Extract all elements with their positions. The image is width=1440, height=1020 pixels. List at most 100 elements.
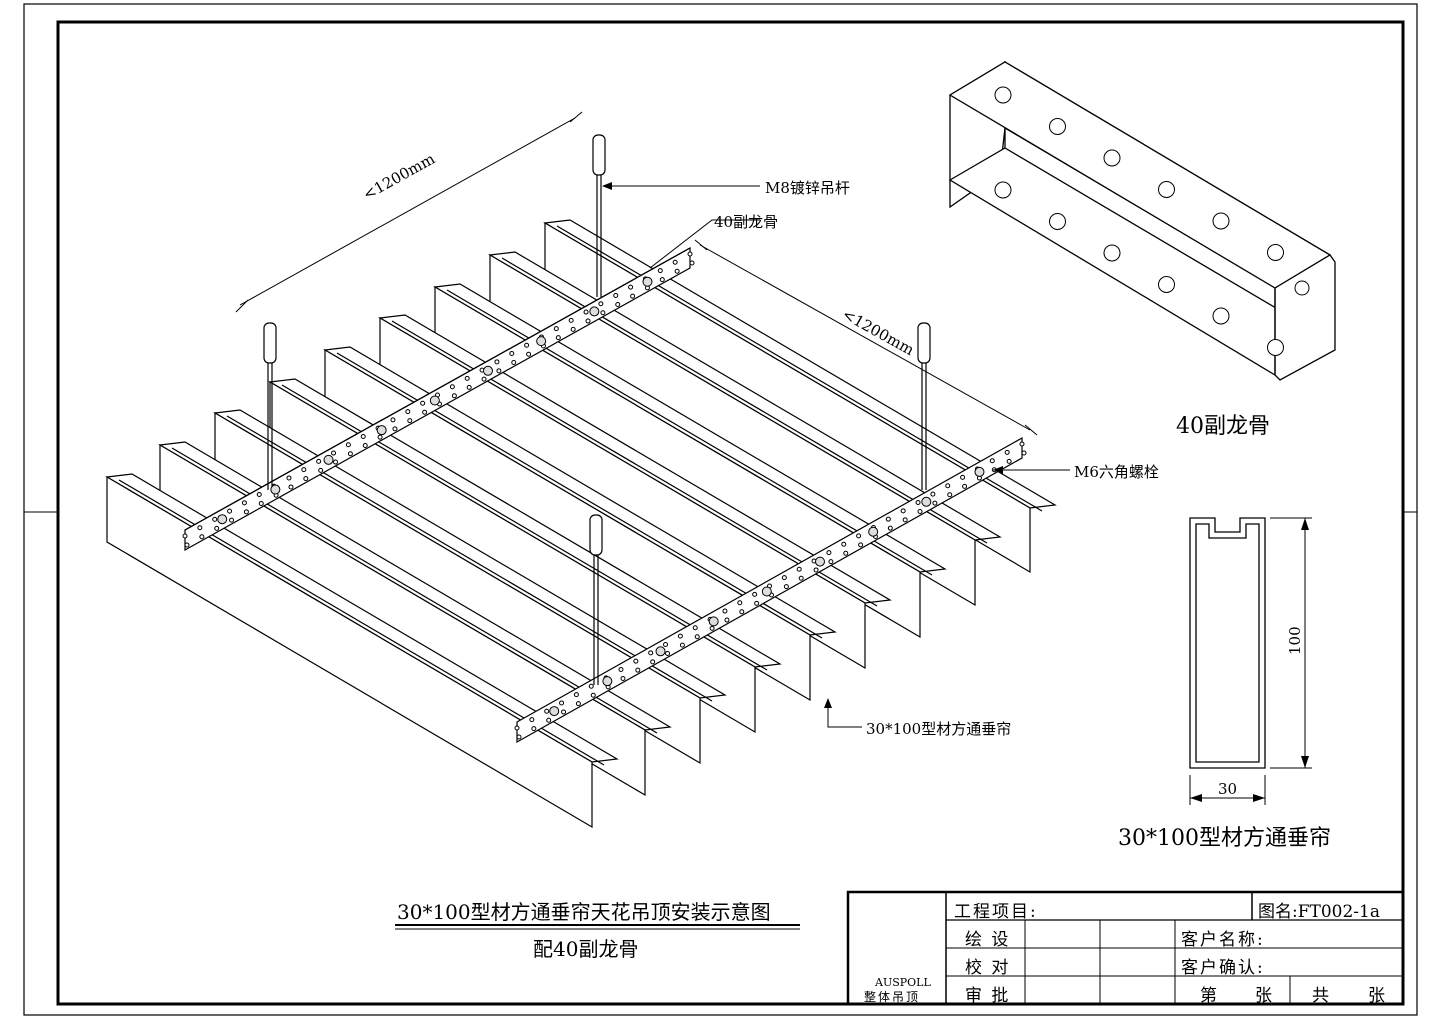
- keel-hole: [496, 368, 502, 374]
- keel-hole: [347, 451, 353, 457]
- keel-hole: [1021, 450, 1027, 456]
- hex-bolt: [483, 365, 493, 376]
- keel-detail-hole: [1049, 118, 1066, 135]
- keel-hole: [615, 301, 621, 307]
- keel-hole: [258, 501, 264, 507]
- keel-hole: [663, 641, 669, 647]
- keel-hole: [620, 676, 626, 682]
- hex-bolt: [815, 556, 825, 567]
- keel-hole: [555, 335, 561, 341]
- hex-bolt: [974, 466, 985, 477]
- keel-hole: [575, 701, 581, 707]
- hex-bolt: [536, 336, 547, 347]
- keel-hole: [1006, 458, 1012, 464]
- keel-hole: [722, 608, 728, 614]
- title-block-grid: [846, 890, 1405, 1006]
- keel-detail-hole: [1267, 339, 1284, 356]
- hex-bolt: [549, 706, 560, 717]
- keel-hole: [989, 458, 995, 464]
- outer-border: [23, 3, 1418, 1016]
- keel-hole: [199, 534, 205, 540]
- keel-detail-hole: [1103, 244, 1121, 262]
- keel-hole: [333, 459, 339, 465]
- keel-hole: [511, 360, 517, 366]
- keel-detail-side-hole: [1294, 280, 1310, 296]
- keel-hole: [945, 483, 951, 489]
- hex-bolt: [217, 514, 228, 525]
- sheet-label-4: 张: [1368, 986, 1387, 1006]
- keel-hole: [390, 417, 396, 423]
- keel-hole: [917, 508, 923, 514]
- keel-hole: [694, 634, 700, 640]
- keel-hole: [737, 600, 743, 606]
- section-dimensions: [1189, 517, 1312, 805]
- keel-hole: [600, 310, 606, 316]
- hex-bolt: [921, 496, 932, 507]
- keel-hole: [422, 409, 428, 415]
- keel-hole: [679, 642, 685, 648]
- profile-strip: [105, 473, 619, 829]
- keel-hole: [960, 474, 966, 480]
- keel-detail-drawing: [948, 60, 1336, 381]
- keel-hole: [613, 292, 619, 298]
- sheet-label-2: 张: [1255, 986, 1274, 1006]
- keel-hole: [657, 268, 663, 274]
- keel-detail-holes: [994, 86, 1310, 356]
- callout-bolt: M6六角螺栓: [1074, 463, 1159, 481]
- keel-hole: [724, 617, 730, 623]
- keel-hole: [316, 458, 322, 464]
- keel-hole: [256, 492, 262, 498]
- client-confirm-label: 客户确认:: [1181, 958, 1265, 978]
- project-label: 工程项目:: [954, 902, 1038, 922]
- keel-hole: [887, 525, 893, 531]
- keel-hole: [509, 351, 515, 357]
- keel-hole: [392, 426, 398, 432]
- inner-border: [56, 20, 1405, 1006]
- keel-detail-hole: [1267, 244, 1284, 261]
- keel-hole: [420, 400, 426, 406]
- hex-bolt: [429, 395, 440, 406]
- hex-bolt: [708, 616, 719, 627]
- keel-hole: [947, 492, 953, 498]
- keel-hole: [516, 734, 522, 740]
- hanger-rod: [592, 134, 606, 297]
- keel-hole: [303, 476, 309, 482]
- keel-hole: [1019, 441, 1025, 447]
- keel-hole: [466, 384, 472, 390]
- keel-hole: [902, 517, 908, 523]
- keel-hole: [672, 259, 678, 265]
- hex-bolt: [589, 306, 600, 317]
- keel-detail-hole: [1158, 276, 1175, 293]
- keel-hole: [301, 467, 307, 473]
- dimension-lines: [235, 111, 1038, 436]
- keel-hole: [184, 542, 190, 548]
- keel-hole: [885, 516, 891, 522]
- keel-hole: [826, 550, 832, 556]
- dim-width-label: 30: [1218, 780, 1238, 798]
- approve-label: 审 批: [965, 986, 1011, 1006]
- keel-hole: [531, 726, 537, 732]
- keel-hole: [561, 709, 567, 715]
- keel-hole: [286, 475, 292, 481]
- keel-hole: [828, 559, 834, 565]
- hex-bolt: [761, 586, 772, 597]
- callout-hanger-rod: M8镀锌吊杆: [765, 179, 850, 197]
- keel-hole: [407, 418, 413, 424]
- keel-detail-hole: [1158, 181, 1175, 198]
- assembly-drawing: [105, 134, 1057, 829]
- keel-hole: [331, 450, 337, 456]
- keel-hole: [377, 434, 383, 440]
- keel-hole: [583, 309, 589, 315]
- keel-detail-hole: [994, 181, 1012, 199]
- keel-hole: [197, 525, 203, 531]
- keel-hole: [590, 692, 596, 698]
- check-label: 校 对: [965, 958, 1011, 978]
- leader-lines: [604, 185, 1070, 728]
- keel-hole: [529, 717, 535, 723]
- keel-hole: [930, 491, 936, 497]
- keel-holes: [182, 251, 1027, 740]
- sub-title: 配40副龙骨: [533, 937, 639, 961]
- hanger-rod: [917, 322, 931, 490]
- main-title: 30*100型材方通垂帘天花吊顶安装示意图: [397, 900, 771, 924]
- keel-hole: [494, 359, 500, 365]
